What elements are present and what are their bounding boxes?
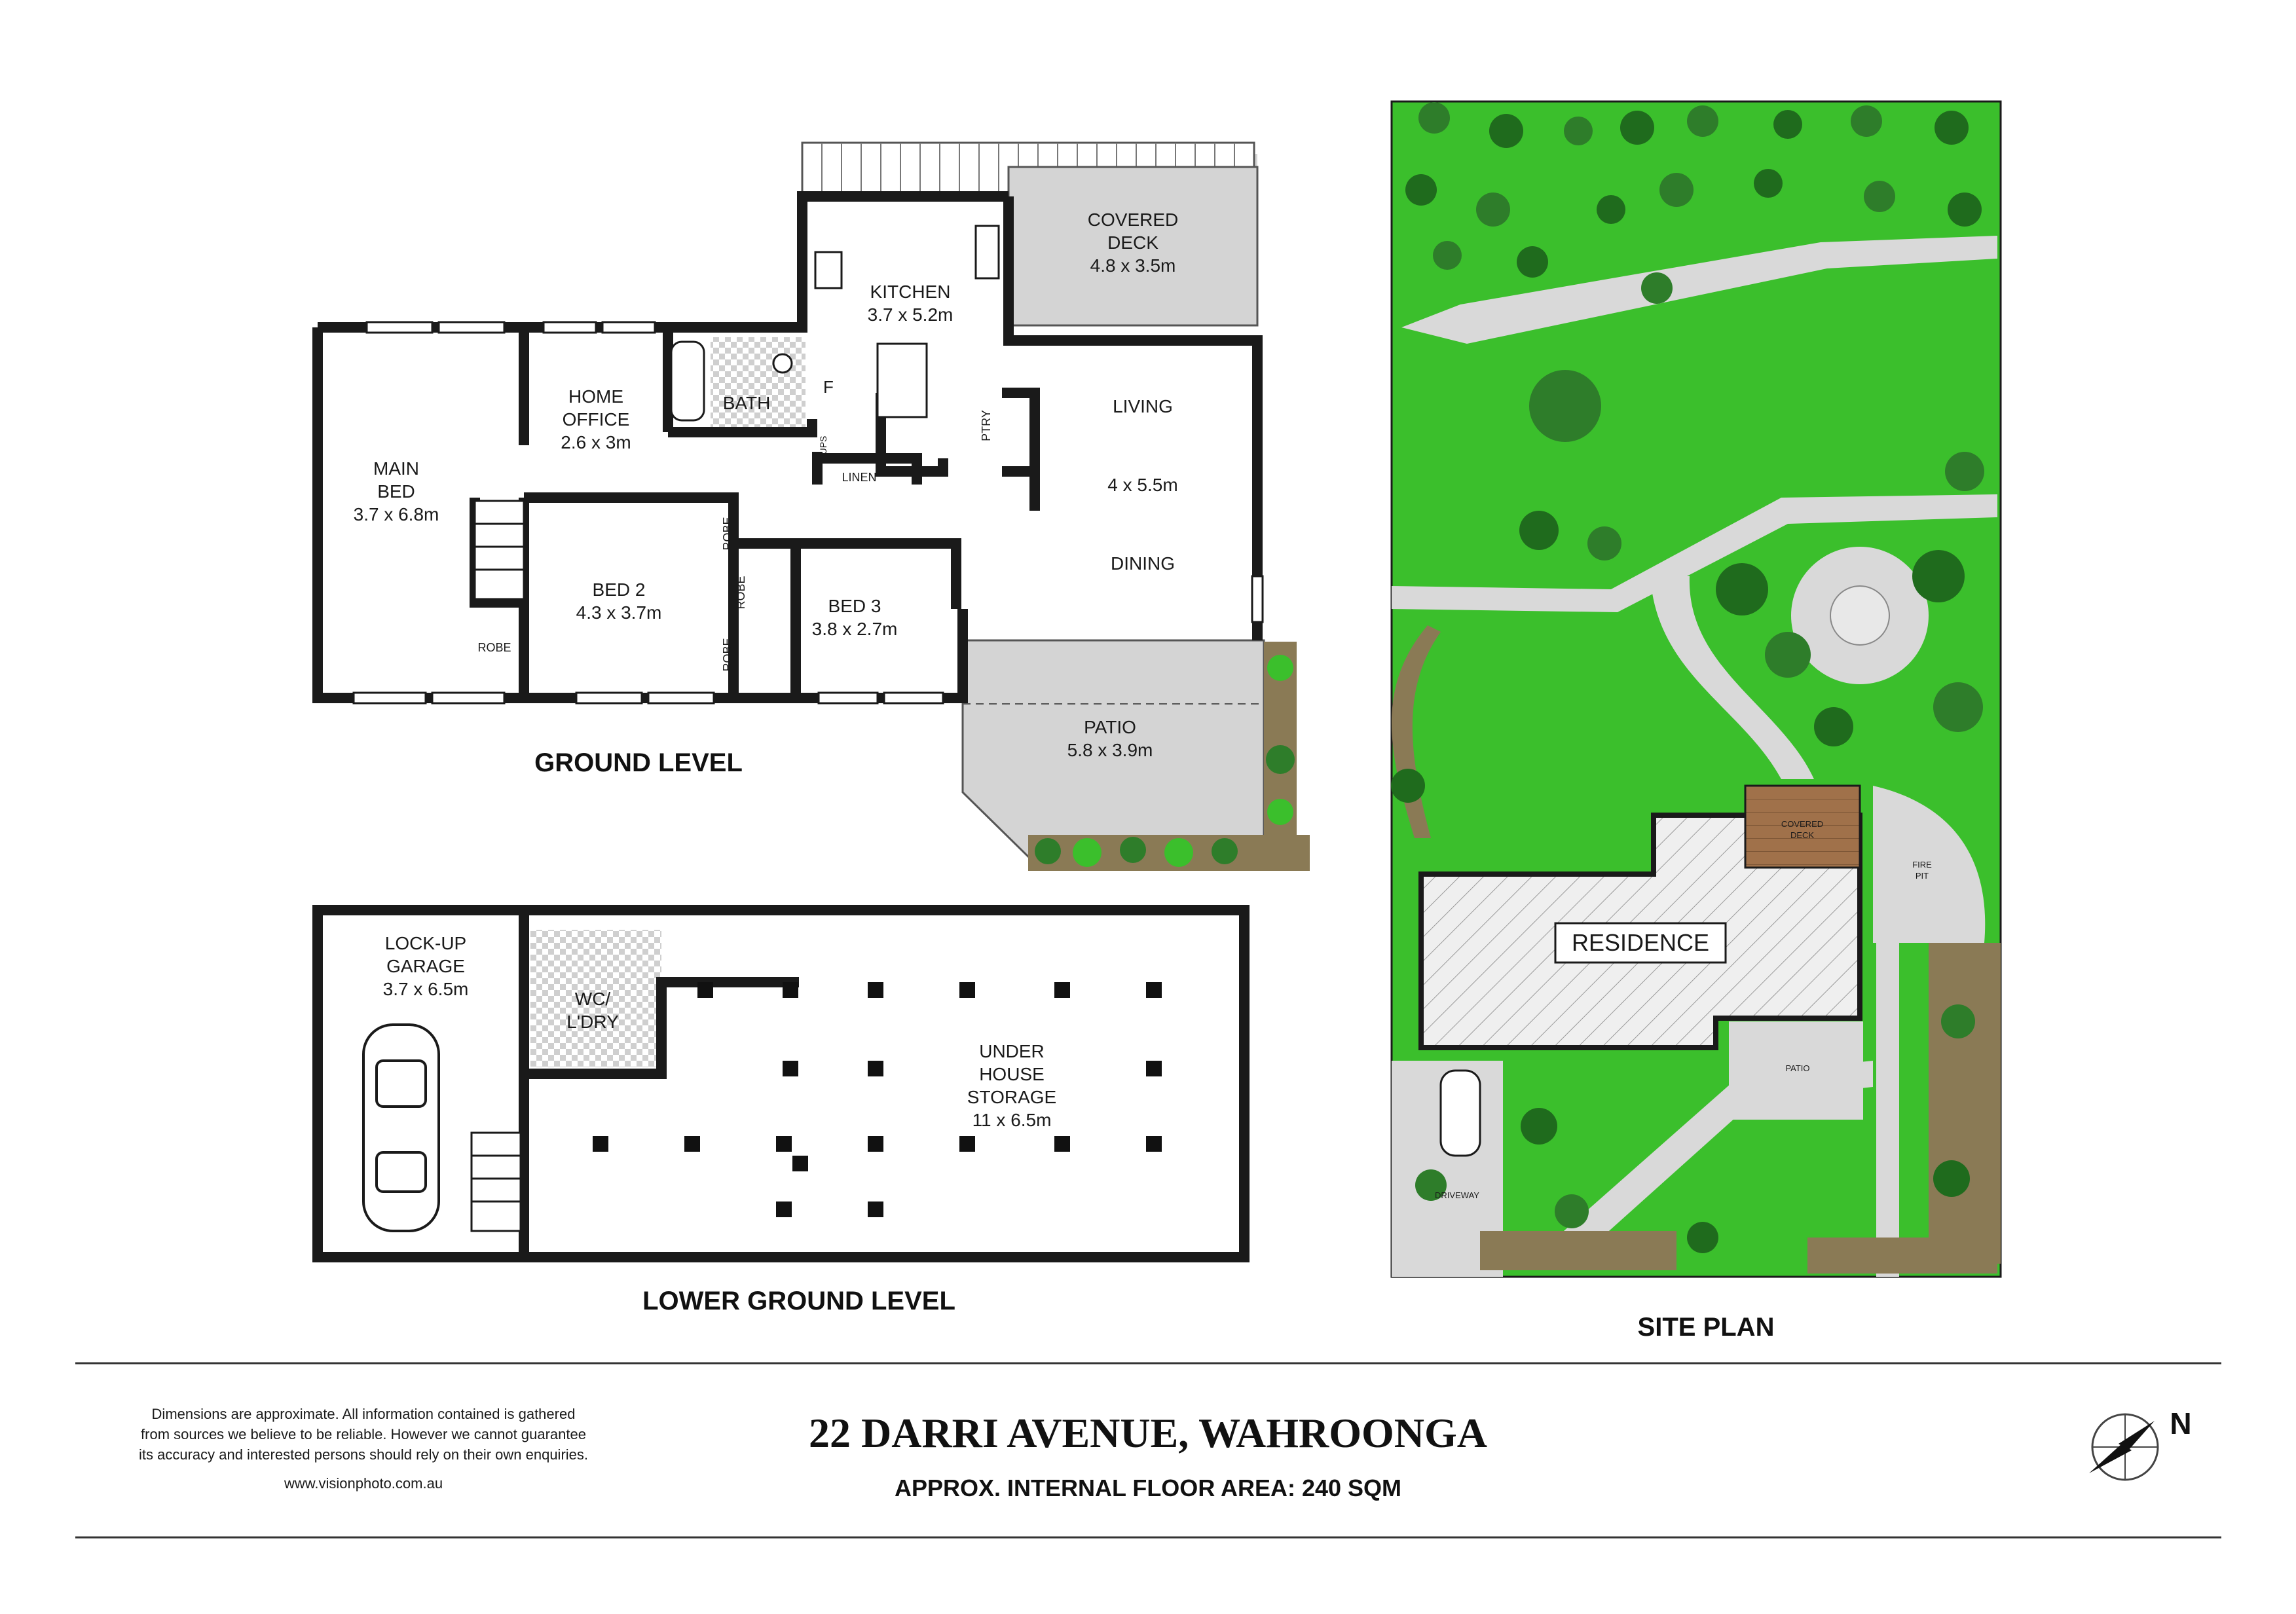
fridge-label: F: [823, 377, 834, 397]
site-patio-label: PATIO: [1785, 1063, 1809, 1073]
covered-deck-label: COVERED: [1088, 210, 1178, 230]
north-compass-icon: N: [2089, 1406, 2192, 1481]
fire-pit-area: [1873, 786, 1986, 943]
living-dining-dims: 4 x 5.5m: [1107, 475, 1177, 495]
property-address: 22 DARRI AVENUE, WAHROONGA: [809, 1410, 1487, 1456]
garage-label: LOCK-UP: [385, 933, 466, 953]
ups-label: UPS: [818, 436, 828, 455]
east-path: [1876, 943, 1899, 1277]
laundry-label: WC/: [575, 989, 611, 1009]
pantry-label: PTRY: [980, 410, 993, 441]
bed3-dims: 3.8 x 2.7m: [812, 619, 898, 639]
curved-path: [1650, 576, 1814, 779]
footer: Dimensions are approximate. All informat…: [75, 1362, 2221, 1539]
patio-garden-bed: [1028, 642, 1310, 871]
disclaimer-line-1: Dimensions are approximate. All informat…: [152, 1406, 576, 1422]
fire-label: FIRE: [1912, 860, 1932, 870]
kitchen-dims: 3.7 x 5.2m: [868, 304, 954, 325]
bath-label: BATH: [723, 393, 771, 413]
site-plan-heading: SITE PLAN: [1638, 1313, 1775, 1342]
robe-label-3: ROBE: [721, 638, 734, 671]
site-trees: [1391, 102, 1984, 1253]
patio-label: PATIO: [1084, 717, 1136, 737]
storage-columns: [593, 982, 1162, 1217]
internal-stair: [473, 500, 525, 600]
patio-dims: 5.8 x 3.9m: [1067, 740, 1153, 760]
website-text[interactable]: www.visionphoto.com.au: [284, 1475, 443, 1492]
bathtub-icon: [670, 340, 705, 422]
site-patio: [1729, 1021, 1863, 1120]
ground-level-plan: MAIN BED 3.7 x 6.8m HOME OFFICE 2.6 x 3m…: [312, 141, 1310, 871]
dining-label: DINING: [1111, 553, 1175, 574]
site-car-icon: [1439, 1069, 1481, 1157]
covered-deck-dims: 4.8 x 3.5m: [1090, 255, 1176, 276]
laundry-tiles: [530, 930, 661, 1067]
north-label: N: [2170, 1406, 2191, 1440]
main-bed-label: MAIN: [373, 458, 419, 479]
site-covered-deck: [1744, 784, 1861, 869]
linen-label: LINEN: [842, 471, 876, 484]
garage-label-2: GARAGE: [386, 956, 465, 976]
lower-stair: [470, 1131, 522, 1232]
driveway-label: DRIVEWAY: [1435, 1190, 1479, 1200]
residence-label-box: [1554, 922, 1727, 964]
bed2-dims: 4.3 x 3.7m: [576, 602, 662, 623]
bed3-label: BED 3: [828, 596, 881, 616]
car-icon: [362, 1023, 440, 1232]
lower-walls: [312, 905, 1250, 1262]
toilet-icon: [772, 353, 793, 374]
storage-label: UNDER: [979, 1041, 1045, 1061]
main-bed-dims: 3.7 x 6.8m: [354, 504, 439, 524]
site-deck-label: DECK: [1790, 830, 1814, 840]
pit-label: PIT: [1916, 871, 1929, 881]
living-label: LIVING: [1113, 396, 1173, 416]
home-office-label-2: OFFICE: [563, 409, 630, 430]
lower-ground-heading: LOWER GROUND LEVEL: [642, 1287, 955, 1315]
top-path: [1401, 236, 1997, 344]
kitchen-island: [876, 342, 928, 418]
floor-area: APPROX. INTERNAL FLOOR AREA: 240 SQM: [895, 1475, 1401, 1501]
site-covered-label: COVERED: [1781, 819, 1823, 829]
ground-small-labels: ROBE ROBE ROBE ROBE LINEN PTRY F UPS: [477, 377, 993, 672]
lower-ground-plan: LOCK-UP GARAGE 3.7 x 6.5m WC/ L'DRY UNDE…: [312, 905, 1250, 1315]
middle-path: [1392, 494, 1997, 612]
site-plan: RESIDENCE COVERED DECK FIRE PIT PATIO DR…: [1390, 100, 2002, 1342]
ground-windows: [352, 321, 1264, 705]
robe-label-1: ROBE: [721, 517, 734, 550]
laundry-label-2: L'DRY: [566, 1012, 619, 1032]
residence-label: RESIDENCE: [1572, 929, 1709, 956]
ground-level-heading: GROUND LEVEL: [534, 748, 743, 777]
robe-label-2: ROBE: [734, 576, 747, 609]
lower-path: [1519, 1061, 1873, 1270]
disclaimer-line-3: its accuracy and interested persons shou…: [139, 1446, 588, 1463]
garage-dims: 3.7 x 6.5m: [383, 979, 469, 999]
storage-label-3: STORAGE: [967, 1087, 1056, 1107]
disclaimer: Dimensions are approximate. All informat…: [139, 1406, 588, 1492]
sink-icon: [974, 225, 1000, 280]
ground-room-labels: MAIN BED 3.7 x 6.8m HOME OFFICE 2.6 x 3m…: [354, 210, 1179, 760]
cooktop-icon: [814, 251, 843, 289]
bath-tiles: [711, 337, 805, 432]
home-office-label: HOME: [568, 386, 623, 407]
bed2-label: BED 2: [593, 579, 646, 600]
storage-dims: 11 x 6.5m: [972, 1110, 1052, 1130]
main-bed-label-2: BED: [377, 481, 415, 502]
disclaimer-line-2: from sources we believe to be reliable. …: [141, 1426, 586, 1442]
home-office-dims: 2.6 x 3m: [561, 432, 631, 452]
covered-deck-label-2: DECK: [1107, 232, 1158, 253]
site-small-labels: COVERED DECK FIRE PIT PATIO DRIVEWAY: [1435, 819, 1932, 1200]
lower-room-labels: LOCK-UP GARAGE 3.7 x 6.5m WC/ L'DRY UNDE…: [383, 933, 1057, 1130]
storage-label-2: HOUSE: [979, 1064, 1045, 1084]
covered-deck-area: [1007, 166, 1259, 327]
robe-label-main: ROBE: [477, 641, 511, 654]
kitchen-label: KITCHEN: [870, 282, 951, 302]
